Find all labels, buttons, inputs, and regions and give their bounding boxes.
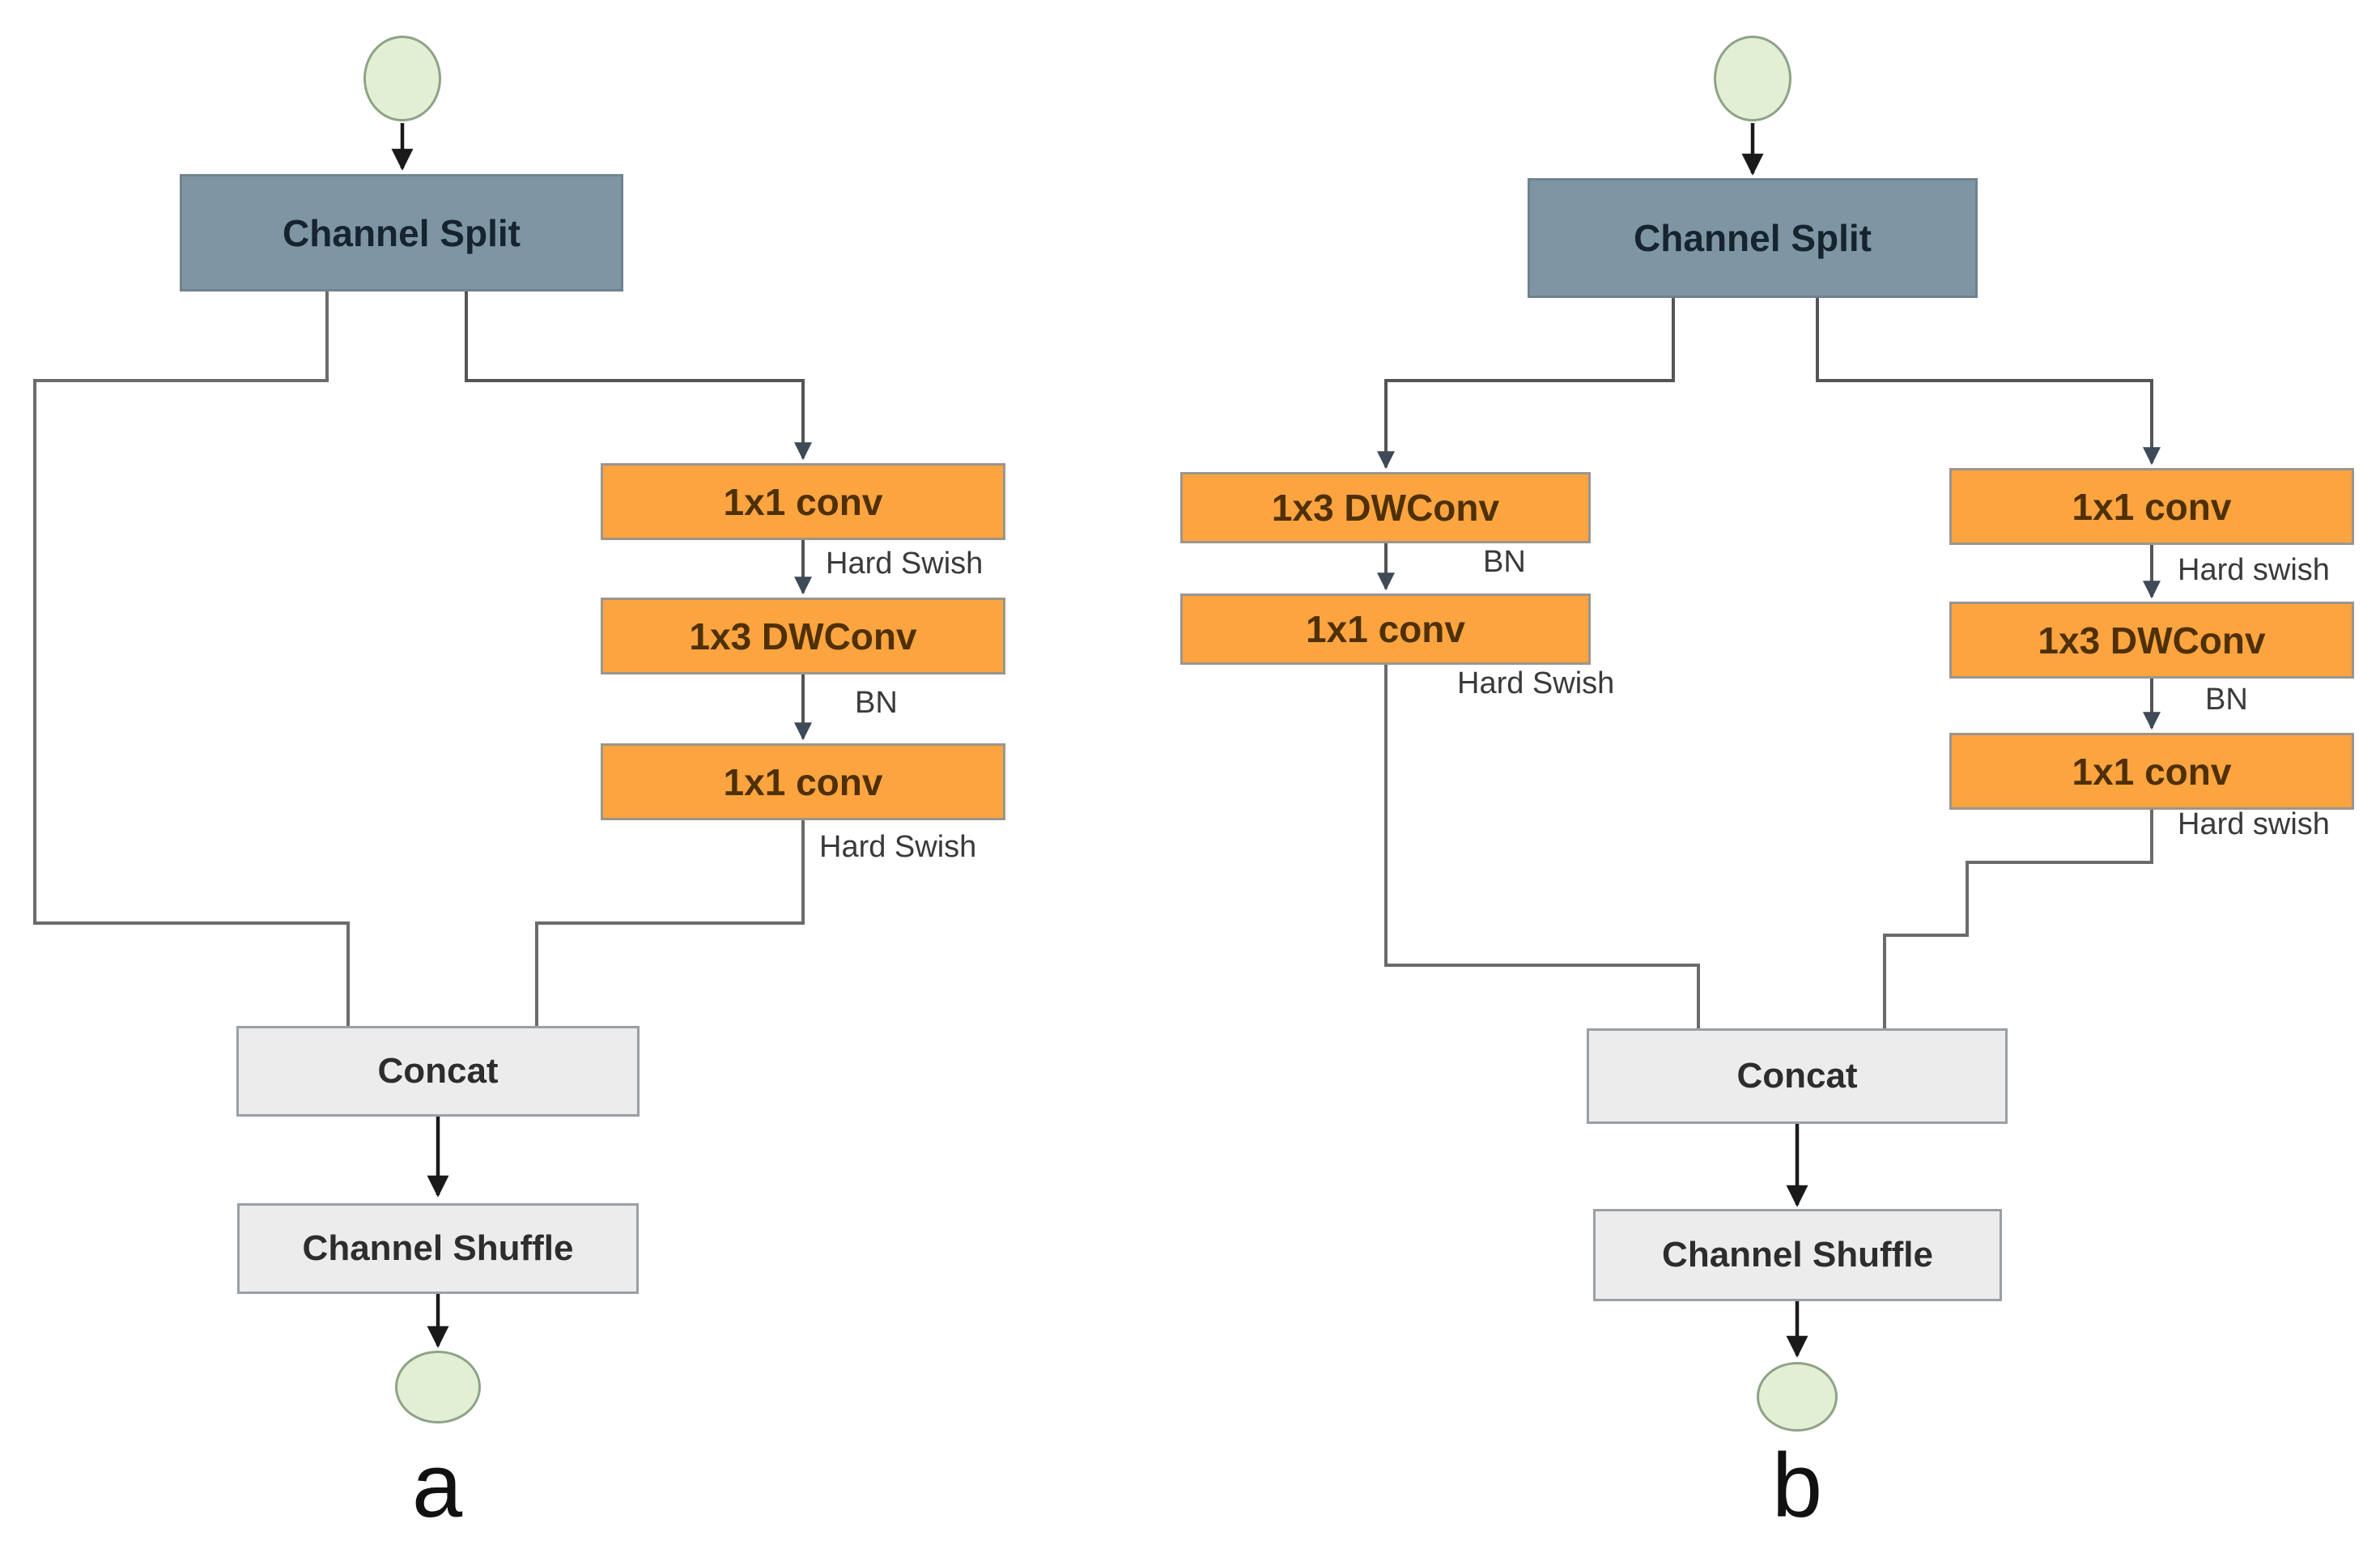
a-diagram-caption: a [411, 1435, 463, 1536]
a-conv2-box: 1x1 conv [601, 743, 1005, 820]
b-left-dwconv-box: 1x3 DWConv [1180, 472, 1591, 543]
b-right-feed-arrow [1816, 298, 2161, 466]
b-right-conv2-box: 1x1 conv [1949, 733, 2354, 810]
a-dwconv-box: 1x3 DWConv [601, 598, 1005, 674]
a-concat-box: Concat [236, 1026, 640, 1117]
b-right-edge-label-bn: BN [2205, 683, 2248, 717]
b-left-edge-label-hard-swish: Hard Swish [1457, 666, 1615, 700]
b-left-conv-box: 1x1 conv [1180, 594, 1591, 665]
b-left-edge-label-bn: BN [1483, 545, 1526, 579]
a-edge-label-bn: BN [855, 686, 898, 720]
b-output-node [1757, 1362, 1838, 1432]
a-output-node [395, 1351, 481, 1423]
a-edge-label-hard-swish-1: Hard Swish [826, 547, 984, 581]
a-channel-split-box: Channel Split [180, 174, 623, 292]
a-branch-return-rail [535, 820, 805, 1026]
a-channel-shuffle-box: Channel Shuffle [237, 1203, 639, 1294]
b-diagram-caption: b [1771, 1435, 1823, 1536]
b-left-return-rail [1384, 665, 1700, 1028]
b-left-feed-arrow [1377, 298, 1675, 470]
b-channel-split-box: Channel Split [1528, 178, 1978, 298]
b-right-dwconv-box: 1x3 DWConv [1949, 602, 2354, 679]
b-right-conv1-box: 1x1 conv [1949, 468, 2354, 545]
b-right-edge-label-hard-swish-1: Hard swish [2178, 553, 2330, 587]
a-edge-label-hard-swish-2: Hard Swish [819, 830, 977, 864]
a-conv1-box: 1x1 conv [601, 463, 1005, 540]
b-right-return-rail [1883, 810, 2153, 1028]
b-input-node [1714, 36, 1791, 121]
b-channel-shuffle-box: Channel Shuffle [1593, 1209, 2002, 1301]
a-input-node [363, 36, 441, 121]
b-right-edge-label-hard-swish-2: Hard swish [2178, 807, 2330, 841]
b-concat-box: Concat [1587, 1028, 2008, 1124]
a-branch-feed-arrow [465, 292, 812, 461]
a-identity-rail [33, 292, 350, 1026]
